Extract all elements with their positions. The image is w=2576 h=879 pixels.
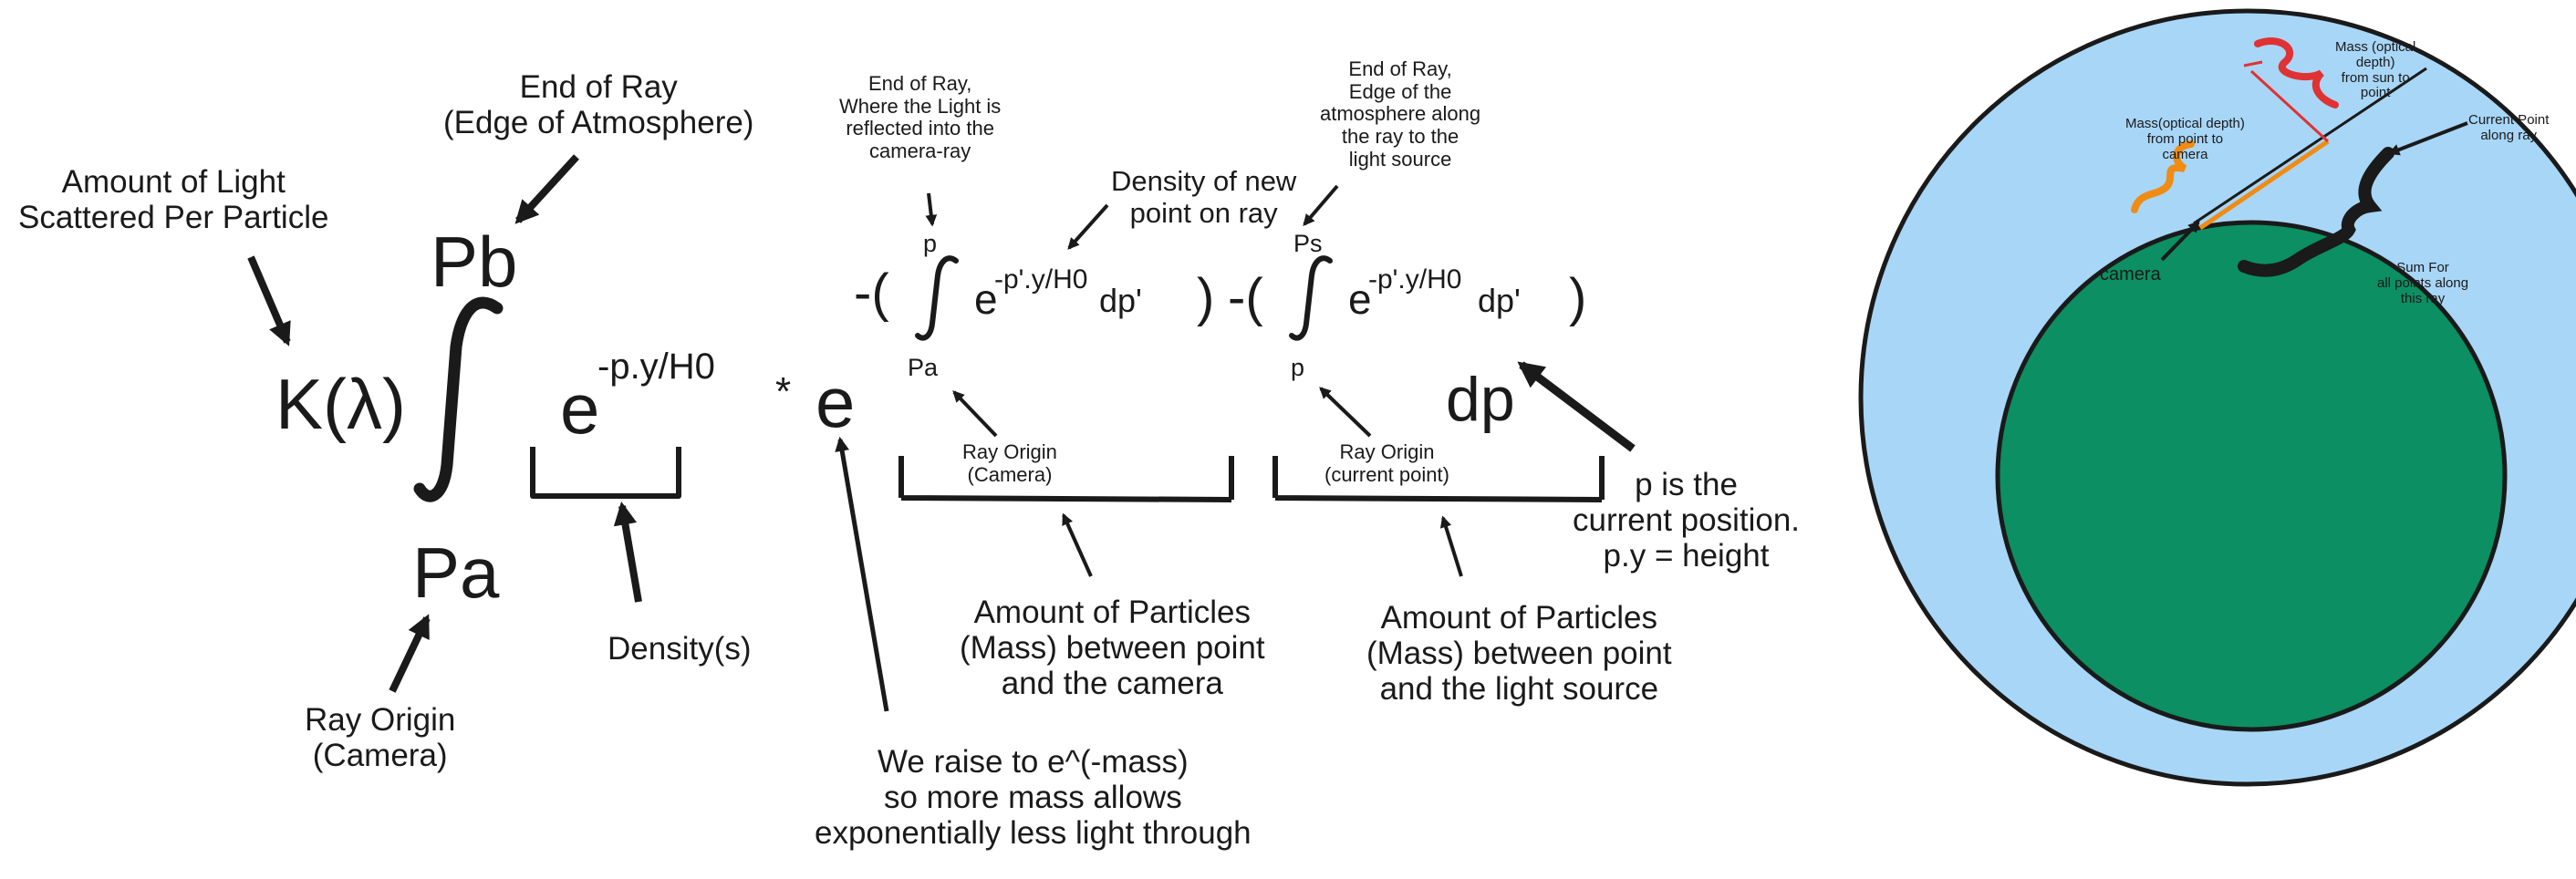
camera-mass-brace — [2131, 140, 2195, 213]
end-ray-atmosphere-label: End of Ray, Edge of the atmosphere along… — [1320, 57, 1481, 171]
end-ray-reflect-label: End of Ray, Where the Light is reflected… — [839, 72, 1002, 162]
p-position-label: p is the current position. p.y = height — [1573, 467, 1801, 574]
ray-origin-camera-arrow — [952, 390, 998, 438]
particles-light-arrow — [1439, 515, 1463, 577]
group2-open: -( — [1228, 268, 1263, 327]
outer-integral-sign — [413, 296, 504, 502]
transmittance-base: e — [815, 362, 856, 442]
end-of-ray-arrow — [514, 154, 579, 224]
density-exp-base: e — [560, 368, 600, 449]
sum-for-label: Sum For all points along this ray — [2377, 260, 2469, 306]
ray-origin-current-arrow — [1319, 387, 1372, 438]
group1-close: ) — [1197, 268, 1215, 327]
outer-differential: dp — [1446, 365, 1515, 434]
group1-upper-limit: p — [923, 230, 938, 257]
end-ray-atmosphere-arrow — [1303, 184, 1339, 226]
planet-diagram — [1858, 8, 2576, 787]
scattered-label: Amount of Light Scattered Per Particle — [18, 164, 329, 236]
planet-circle — [1995, 220, 2508, 732]
mass-camera-label: Mass(optical depth) from point to camera — [2125, 116, 2245, 162]
group2-integral-sign — [1289, 255, 1333, 341]
camera-label: camera — [2100, 264, 2161, 284]
group2-exp-base: e — [1348, 275, 1372, 323]
group1-exp-base: e — [974, 275, 998, 323]
group1-differential: dp' — [1099, 282, 1142, 319]
camera-mass-bracket — [898, 456, 1234, 502]
group2-close: ) — [1569, 268, 1587, 327]
times-symbol: * — [775, 369, 792, 414]
camera-arrow — [2160, 221, 2200, 262]
ray-origin-arrow — [389, 614, 431, 693]
outer-upper-limit: Pb — [431, 222, 518, 302]
current-point-arrow — [2387, 121, 2468, 156]
view-ray-line — [2193, 67, 2427, 225]
group2-lower-limit: p — [1291, 354, 1305, 381]
mass-sun-label: Mass (optical depth) from sun to point — [2335, 39, 2416, 101]
density-new-point-arrow — [1067, 203, 1109, 250]
end-of-ray-label: End of Ray (Edge of Atmosphere) — [443, 69, 754, 141]
density-bracket — [530, 447, 681, 499]
particles-camera-label: Amount of Particles (Mass) between point… — [960, 595, 1265, 702]
ray-origin-label: Ray Origin (Camera) — [305, 702, 456, 774]
sum-brace — [2238, 147, 2394, 277]
particles-light-label: Amount of Particles (Mass) between point… — [1366, 600, 1672, 708]
particles-camera-arrow — [1062, 512, 1093, 577]
sun-mass-brace — [2254, 37, 2339, 109]
group2-differential: dp' — [1478, 282, 1521, 319]
density-exponent: -p.y/H0 — [597, 346, 715, 387]
outer-lower-limit: Pa — [412, 533, 500, 613]
ray-origin-camera-small-label: Ray Origin (Camera) — [962, 440, 1057, 486]
camera-mass-segment — [2198, 139, 2330, 231]
group2-upper-limit: Ps — [1293, 230, 1323, 257]
ray-origin-current-small-label: Ray Origin (current point) — [1324, 440, 1449, 486]
density-arrow — [613, 501, 642, 603]
group1-integral-sign — [915, 255, 959, 341]
k-lambda-symbol: K(λ) — [275, 364, 406, 444]
exp-note-label: We raise to e^(-mass) so more mass allow… — [815, 744, 1252, 852]
sun-ray-line — [2249, 69, 2330, 143]
dp-arrow — [1517, 361, 1636, 452]
group2-exponent: -p'.y/H0 — [1368, 264, 1462, 295]
group1-open: -( — [854, 264, 889, 323]
group1-lower-limit: Pa — [908, 354, 939, 381]
end-ray-reflect-arrow — [925, 192, 938, 227]
group1-exponent: -p'.y/H0 — [994, 264, 1088, 295]
exp-note-arrow — [835, 436, 889, 712]
sun-ray-top — [2243, 60, 2263, 67]
density-new-point-label: Density of new point on ray — [1111, 165, 1297, 229]
current-point-label: Current Point along ray — [2468, 112, 2550, 143]
scattered-arrow — [247, 255, 291, 346]
densities-label: Density(s) — [608, 631, 752, 667]
light-mass-bracket — [1272, 456, 1605, 502]
